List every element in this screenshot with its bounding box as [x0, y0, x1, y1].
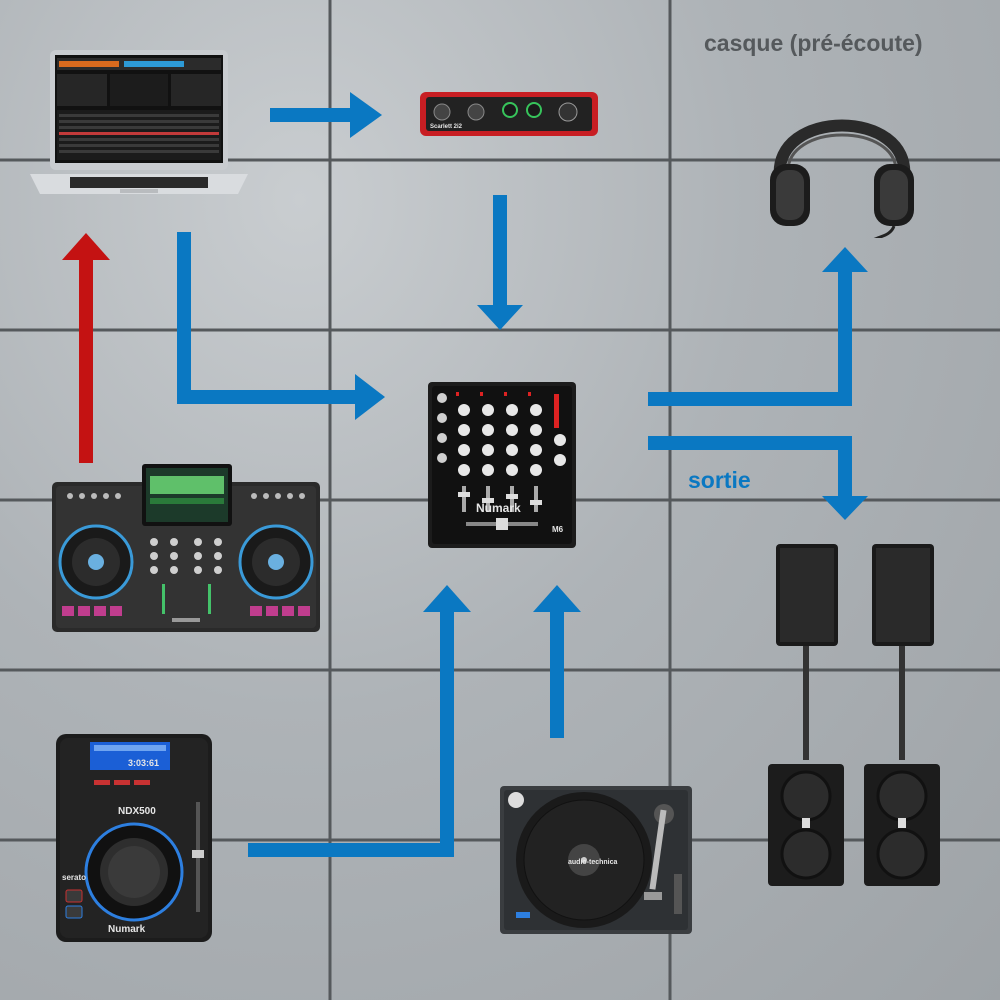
audio-interface: Scarlett 2i2 [420, 92, 598, 136]
arrow-laptop-to-interface [270, 92, 382, 138]
arrow-controller-to-laptop [62, 233, 110, 463]
cdj-display: 3:03:61 [128, 758, 159, 768]
arrow-interface-to-mixer [477, 195, 523, 330]
speakers [768, 544, 940, 886]
arrow-cdj-to-mixer [248, 585, 471, 857]
cdj-brand: Numark [108, 924, 146, 935]
turntable-brand: audio-technica [568, 859, 618, 866]
cdj-logo: serato [62, 873, 86, 882]
cdj-model: NDX500 [118, 806, 156, 817]
turntable: audio-technica [500, 786, 692, 934]
arrow-mixer-to-headphones [648, 247, 868, 406]
interface-brand: Scarlett 2i2 [430, 124, 463, 130]
arrow-mixer-to-speakers [648, 436, 868, 520]
cd-player: 3:03:61 NDX500 serato Numark [56, 734, 212, 942]
mixer-model: M6 [552, 525, 564, 534]
headphones-label: casque (pré-écoute) [704, 30, 923, 56]
dj-controller [52, 464, 320, 632]
arrow-turntable-to-mixer [533, 585, 581, 738]
laptop [30, 50, 248, 194]
output-label: sortie [688, 467, 751, 493]
headphones [770, 119, 914, 238]
mixer: Numark M6 [428, 382, 576, 548]
arrow-laptop-to-mixer [177, 232, 385, 420]
mixer-brand: Numark [476, 501, 521, 515]
